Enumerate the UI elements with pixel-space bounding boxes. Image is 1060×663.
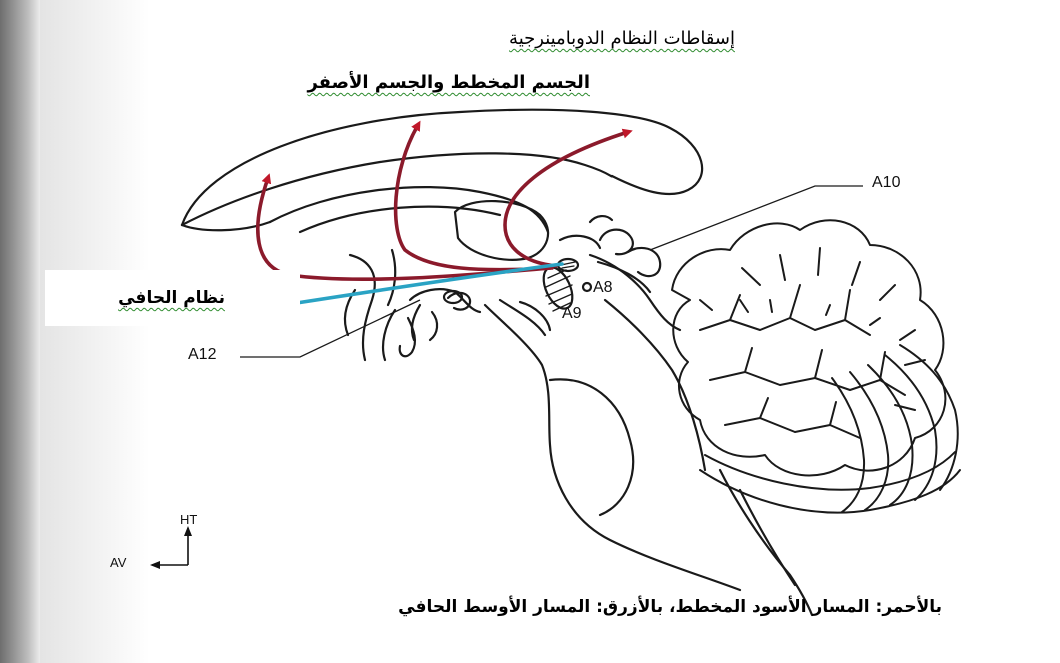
label-a12: A12	[188, 346, 216, 364]
cerebellum	[672, 220, 960, 512]
label-a9: A9	[562, 305, 582, 323]
brainstem-posterior	[605, 300, 705, 470]
blue-mesolimbic-path	[290, 264, 562, 304]
label-a8: A8	[593, 279, 613, 297]
mesolimbic-label: نظام الحافي	[118, 288, 225, 308]
red-path-right	[505, 132, 628, 266]
striatum-label: الجسم المخطط والجسم الأصفر	[307, 72, 590, 93]
medulla	[720, 470, 812, 615]
a8-nucleus	[583, 283, 591, 291]
orientation-axes	[152, 528, 188, 565]
inferior-colliculus	[628, 248, 660, 276]
label-av: AV	[110, 555, 126, 570]
label-a10: A10	[872, 174, 900, 192]
red-path-middle	[396, 125, 552, 270]
label-ht: HT	[180, 512, 197, 527]
diagram-title: إسقاطات النظام الدوبامينرجية	[509, 28, 735, 49]
superior-colliculus	[600, 230, 633, 255]
caption: بالأحمر: المسار الأسود المخطط، بالأزرق: …	[398, 597, 942, 617]
a10-leader	[650, 186, 863, 250]
pons	[550, 379, 633, 515]
